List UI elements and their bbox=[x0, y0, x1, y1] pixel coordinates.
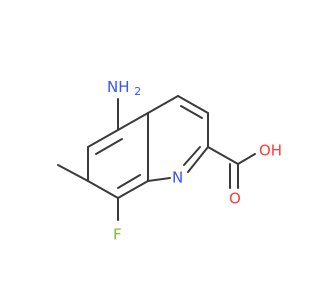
bond-c7-methyl bbox=[57, 164, 89, 182]
bond-c4a-c5 bbox=[117, 112, 149, 131]
bond-c8-c8a bbox=[117, 180, 149, 199]
bond-c4a-c4 bbox=[147, 95, 179, 114]
molecule-canvas: NH 2 N F O OH bbox=[57, 77, 283, 244]
bond-c7-c8 bbox=[87, 180, 119, 199]
carbonyl-oxygen-label: O bbox=[229, 190, 241, 208]
bond-n1-c8a bbox=[147, 177, 171, 182]
amino-label: NH 2 bbox=[107, 78, 141, 99]
fluorine-label: F bbox=[113, 226, 122, 244]
bond-c2-n1 bbox=[187, 146, 209, 173]
bond-c4-c3 bbox=[177, 95, 209, 114]
bond-hydroxyl bbox=[237, 153, 256, 165]
ring-nitrogen-label: N bbox=[172, 169, 183, 187]
bond-c8-c8a-inner bbox=[117, 174, 141, 189]
molecule-structure: NH 2 N F O OH bbox=[57, 78, 282, 244]
bond-c4-c3-inner bbox=[180, 105, 203, 119]
bond-c2-n1-inner bbox=[183, 146, 201, 166]
bond-c5-c6 bbox=[87, 129, 119, 148]
hydroxyl-label: OH bbox=[259, 142, 282, 160]
bond-c5-c6-inner bbox=[95, 138, 123, 155]
bond-c2-carboxyl-carbon bbox=[207, 146, 239, 165]
